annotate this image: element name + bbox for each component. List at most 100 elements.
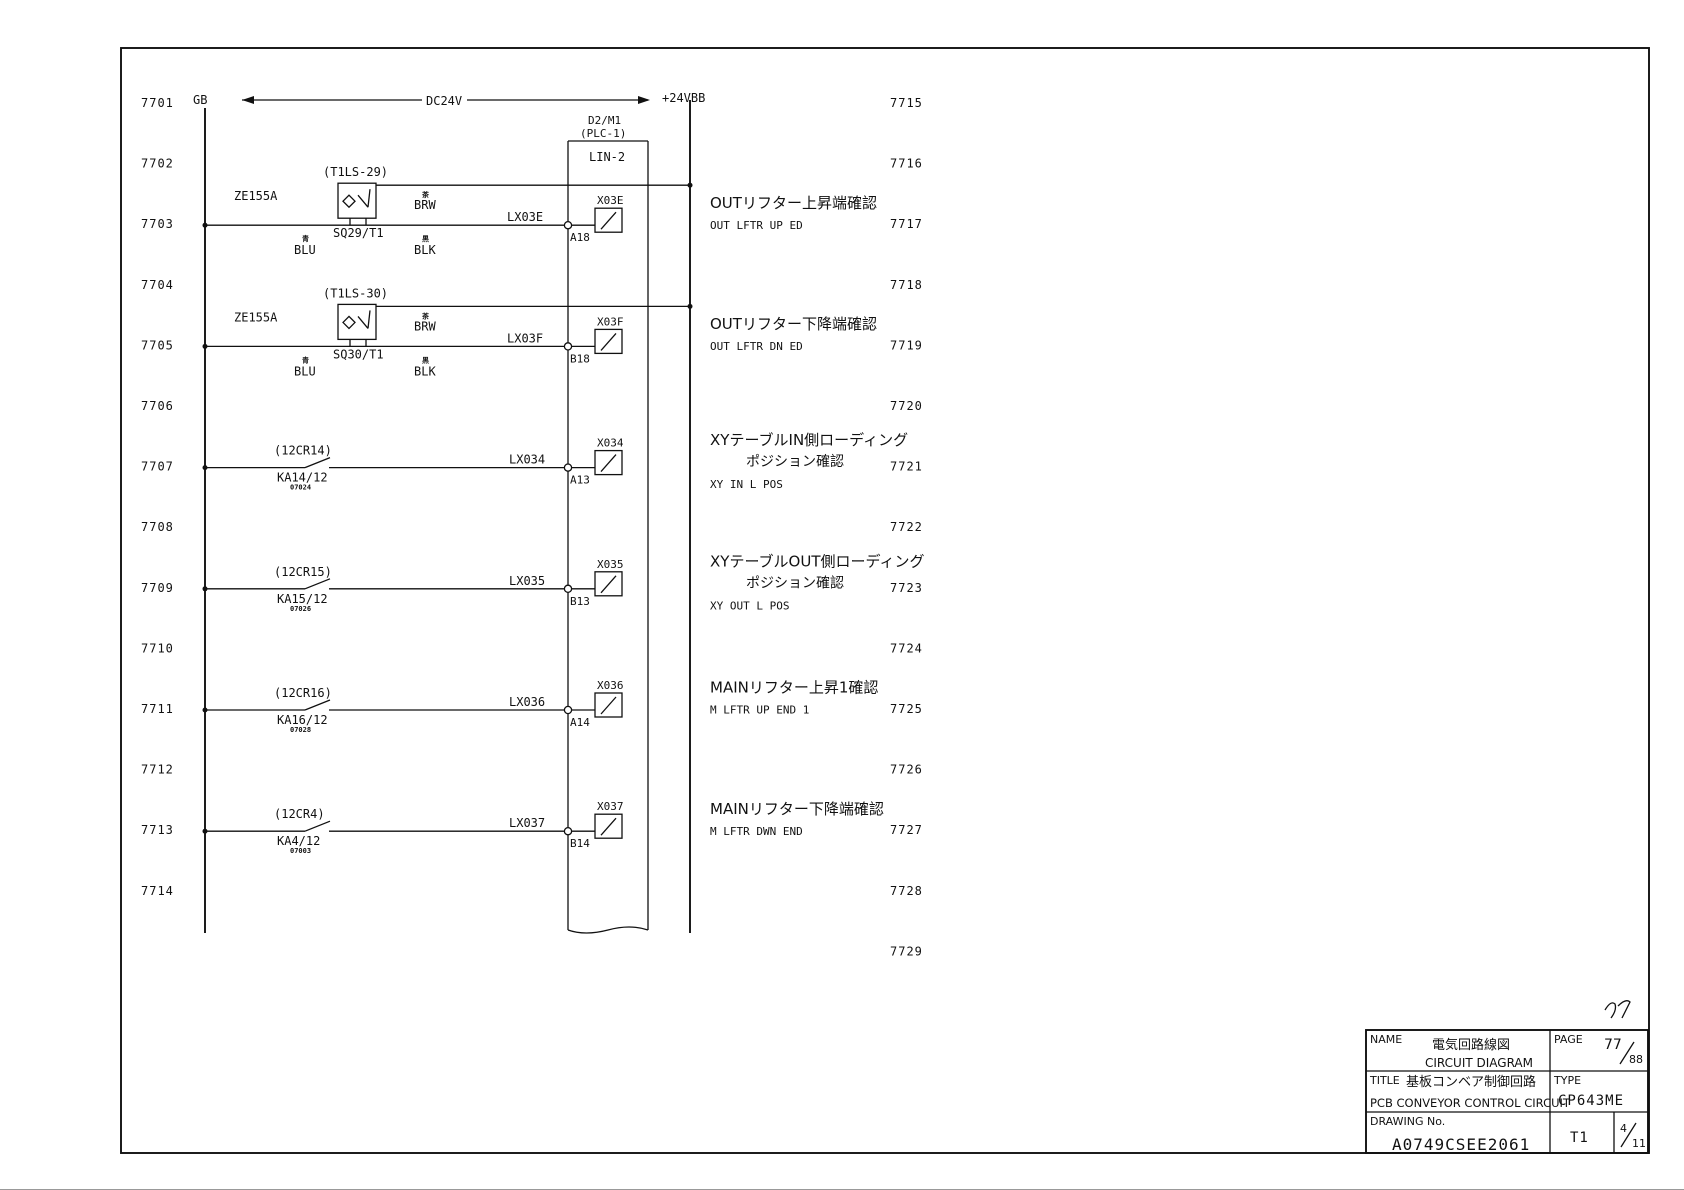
arrow-right-icon [638,96,650,104]
plc-input-icon [594,571,623,597]
tb-sheet-number: 4 [1620,1122,1627,1135]
left-line-numbers: 7701770277037704770577067707770877097710… [141,96,174,898]
wire-color-blk: BLK [414,364,436,378]
description-en: XY OUT L POS [710,599,789,612]
line-number-left: 7703 [141,217,174,231]
description-en: M LFTR DWN END [710,825,803,838]
plc-input-address: X034 [597,437,624,450]
voltage-label: DC24V [426,94,462,108]
relay-id: (12CR4) [274,807,325,821]
line-number-left: 7705 [141,338,174,352]
plc-input-slash [600,211,617,230]
wire-color-jp: 青 [302,355,309,364]
plc-input-icon [594,813,623,839]
plc-terminal: B13 [570,595,590,608]
relay-id: (12CR15) [274,565,332,579]
sensor-reference: SQ30/T1 [333,347,384,361]
description-jp: OUTリフター上昇端確認 [710,194,877,212]
relay-cross-reference: 07003 [290,847,311,855]
tb-title-jp: 基板コンベア制御回路 [1406,1074,1536,1090]
plc-input-slash [600,696,617,715]
plc-input-icon [594,449,623,476]
sensor-contact [367,310,371,329]
description-jp: MAINリフター上昇1確認 [710,679,878,697]
plc-input-slash [600,575,617,594]
tb-sheet-total: 11 [1632,1137,1646,1150]
sensor-id: (T1LS-29) [323,165,388,179]
plc-input-slash [600,454,617,473]
relay-contact-label: KA14/12 [277,471,328,485]
arrow-left-icon [242,96,254,104]
wire-number: LX034 [509,453,545,467]
tb-sheet-code: T1 [1570,1130,1589,1146]
plc-input-slash [600,817,617,836]
rail-label-gb: GB [193,93,207,107]
line-number-right: 7728 [890,884,923,898]
tb-page-total: 88 [1629,1053,1643,1066]
line-number-right: 7724 [890,641,923,655]
wire-number: LX036 [509,695,545,709]
drawing-frame [120,47,1650,1154]
line-number-right: 7729 [890,944,923,958]
power-header: GB DC24V +24VBB [193,91,705,108]
plc-input-address: X035 [597,558,624,571]
plc-box-break [567,926,649,934]
line-number-left: 7711 [141,702,174,716]
relay-contact-label: KA4/12 [277,834,320,848]
plc-input-address: X03E [597,194,624,207]
wire-number: LX03F [507,331,543,345]
line-number-left: 7709 [141,581,174,595]
wire-number: LX037 [509,816,545,830]
terminal-icon [563,342,573,351]
relay-contact-icon [304,820,331,832]
junction-dot [687,303,693,309]
tb-page-number: 77 [1604,1037,1622,1053]
line-number-left: 7714 [141,884,174,898]
description-jp: XYテーブルIN側ローディング [710,431,908,449]
line-number-right: 7725 [890,702,923,716]
plc-input-address: X03F [597,315,624,328]
description-jp: OUTリフター下降端確認 [710,315,877,333]
wire-color-jp: 黒 [422,355,429,364]
wire-color-brw: BRW [414,319,436,333]
proximity-sensor-icon [337,182,377,219]
line-number-left: 7708 [141,520,174,534]
line-number-right: 7727 [890,823,923,837]
line-number-right: 7722 [890,520,923,534]
plc-input-slash [600,332,617,351]
wire-color-blu: BLU [294,364,316,378]
plc-terminal: B14 [570,837,590,850]
terminal-icon [563,463,573,472]
wire-number: LX03E [507,210,543,224]
relay-contact-label: KA15/12 [277,592,328,606]
sensor-type: ZE155A [234,189,278,203]
title-block-frame [1365,1029,1649,1154]
plc-terminal: B18 [570,352,590,365]
junction-dot [687,182,693,188]
plc-terminal: A18 [570,231,590,244]
plc-name: (PLC-1) [580,127,626,140]
sensor-reference: SQ29/T1 [333,226,384,240]
plc-terminal: A13 [570,474,590,487]
line-number-right: 7721 [890,460,923,474]
plc-input-icon [594,207,623,233]
line-number-right: 7719 [890,338,923,352]
line-number-right: 7720 [890,399,923,413]
relay-cross-reference: 07026 [290,605,311,613]
plc-input-icon [594,692,623,718]
sensor-diamond [342,194,356,209]
terminal-icon [563,220,573,230]
proximity-sensor-icon [337,303,377,341]
terminal-icon [563,826,573,836]
tb-drawing-number: A0749CSEE2061 [1392,1135,1530,1154]
sensor-row: ZE155A(T1LS-30)SQ30/T1青BLU茶BRW黒BLKLX03FX… [202,286,693,378]
sensor-row: ZE155A(T1LS-29)SQ29/T1青BLU茶BRW黒BLKLX03EX… [202,165,693,257]
tb-sheet-slash [1620,1122,1637,1148]
tb-name-en: CIRCUIT DIAGRAM [1425,1056,1533,1070]
sensor-id: (T1LS-30) [323,286,388,300]
